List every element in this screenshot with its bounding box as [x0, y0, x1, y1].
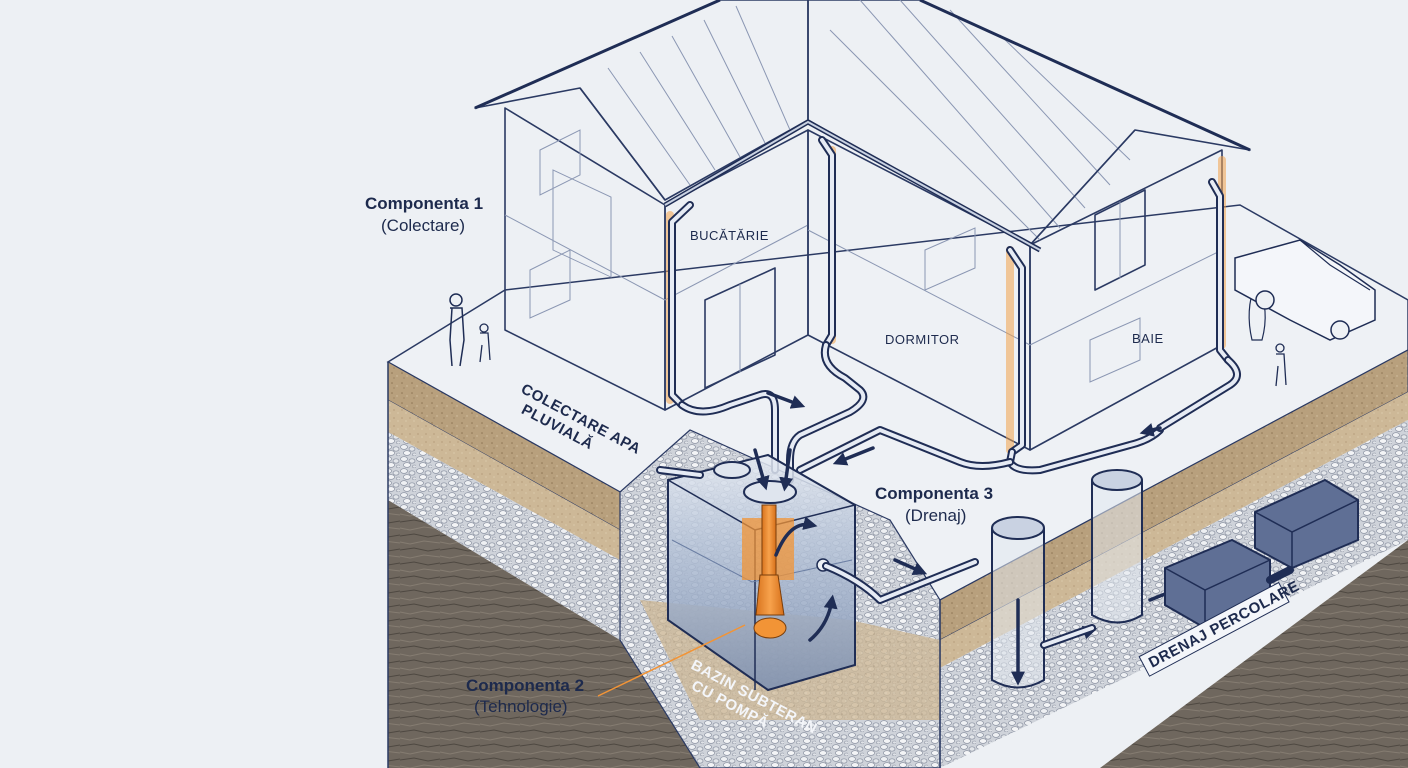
callout-component-3: Componenta 3 (Drenaj) [875, 484, 993, 525]
car [1234, 239, 1376, 341]
downspouts [666, 136, 1232, 456]
component-1-subtitle: (Colectare) [381, 216, 465, 235]
component-2-subtitle: (Tehnologie) [474, 697, 568, 716]
drainage-wells [991, 469, 1143, 689]
callout-component-2: Componenta 2 (Tehnologie) [466, 624, 746, 716]
room-label-bathroom: BAIE [1132, 331, 1164, 346]
underground-tank [656, 453, 979, 692]
component-2-title: Componenta 2 [466, 676, 584, 695]
callout-component-1: Componenta 1 (Colectare) [365, 194, 483, 235]
house [474, 0, 1251, 451]
room-label-kitchen: BUCĂTĂRIE [690, 228, 769, 243]
component-3-title: Componenta 3 [875, 484, 993, 503]
room-label-bedroom: DORMITOR [885, 332, 960, 347]
component-3-subtitle: (Drenaj) [905, 506, 966, 525]
component-1-title: Componenta 1 [365, 194, 483, 213]
